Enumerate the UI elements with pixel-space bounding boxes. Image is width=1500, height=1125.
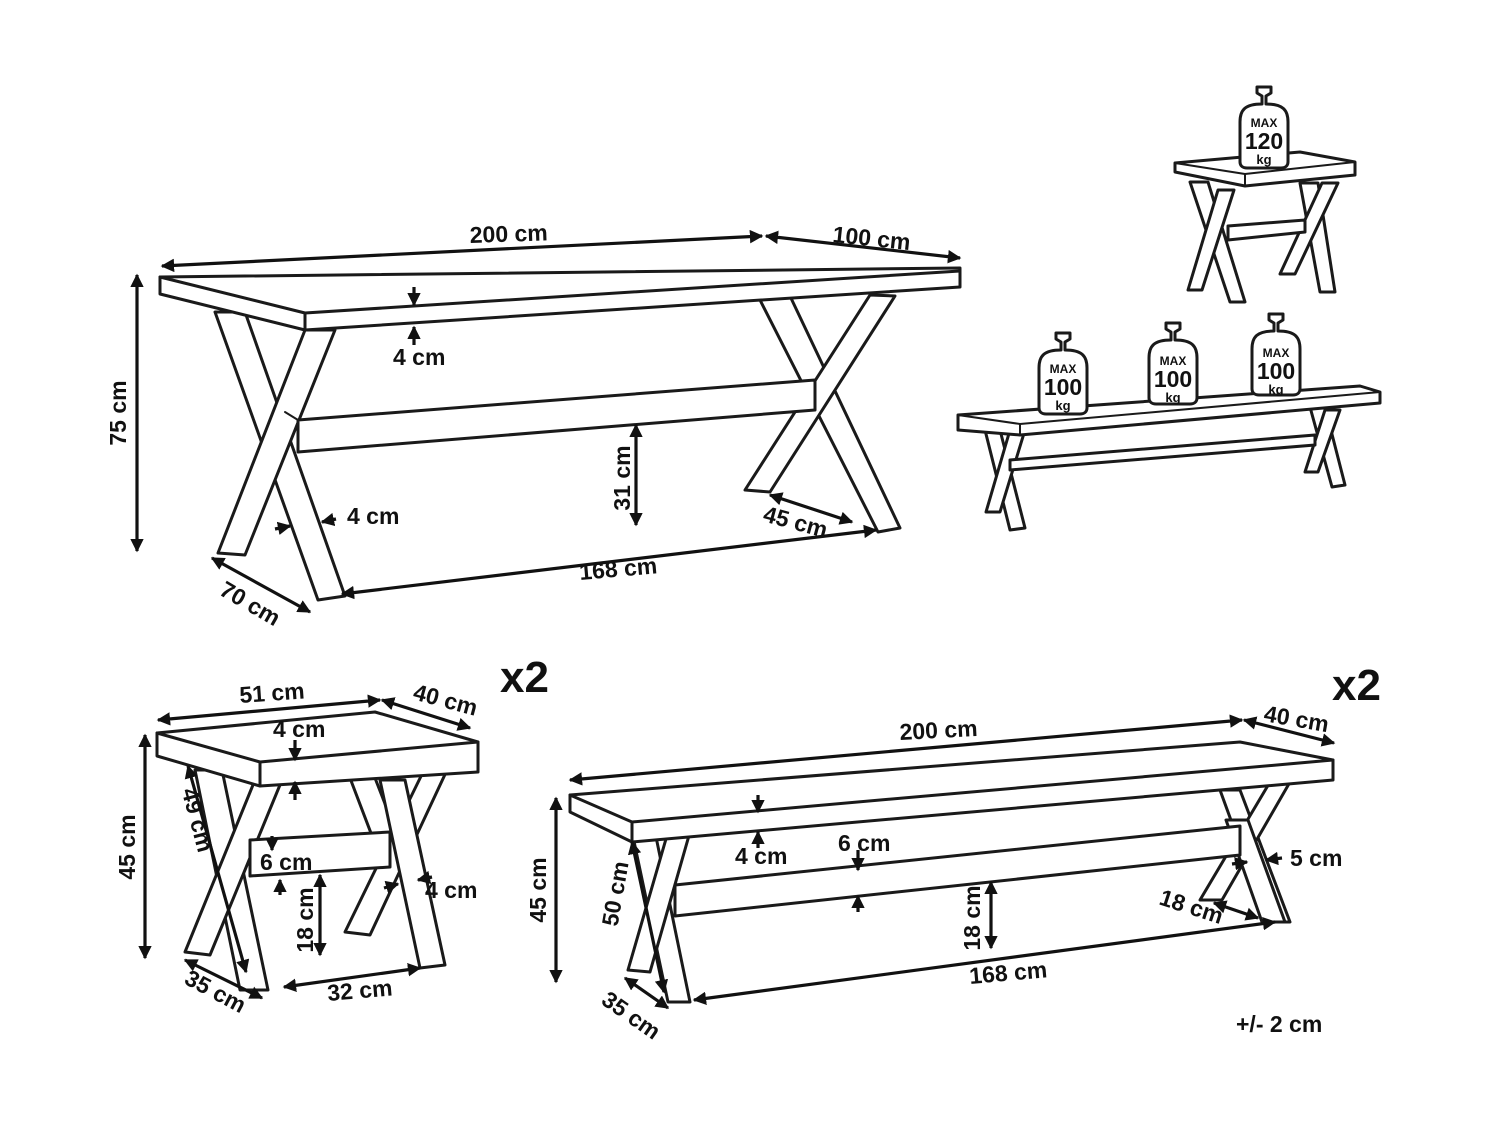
stool-height-label: 45 cm [114, 814, 140, 879]
bench-inner-span-arrow [692, 916, 1277, 1006]
table-top-thickness-label: 4 cm [393, 344, 445, 370]
bench-foot-depth-label: 35 cm [597, 986, 665, 1045]
bench-load-1-value: 100 [1044, 374, 1082, 400]
table-stretcher-height-label: 31 cm [609, 445, 635, 510]
stool-stretcher [248, 830, 392, 878]
stool-leg-thickness-label: 4 cm [425, 877, 477, 903]
weight-icon: MAX 100 kg [1250, 312, 1302, 397]
stool-width-label: 40 cm [411, 679, 481, 721]
table-inner-span-label: 168 cm [578, 552, 658, 585]
stool-stretcher-thickness-label: 6 cm [260, 849, 312, 875]
bench-quantity: x2 [1332, 661, 1381, 710]
bench-load-1-max: MAX [1050, 362, 1077, 376]
bench-load-3-max: MAX [1263, 346, 1290, 360]
bench-leg-length-label: 50 cm [597, 859, 634, 928]
table-length-arrow [160, 229, 764, 273]
table-width-label: 100 cm [831, 221, 911, 255]
bench-load-2-unit: kg [1165, 390, 1180, 405]
bench-inner-span-label: 168 cm [968, 956, 1048, 989]
stool-top-thickness-label: 4 cm [273, 716, 325, 742]
stool-length-label: 51 cm [239, 678, 306, 708]
bench-top-thickness-label: 4 cm [735, 843, 787, 869]
table-stretcher [296, 378, 817, 454]
stool-inner-span-arrow [282, 963, 422, 992]
stool-inner-span-label: 32 cm [326, 974, 393, 1006]
bench-load-2-value: 100 [1154, 366, 1192, 392]
bench-stretcher [673, 824, 1242, 918]
table-foot-depth-label: 70 cm [216, 576, 285, 631]
stool-load-unit: kg [1256, 152, 1271, 167]
dining-table-drawing: 200 cm 100 cm 75 cm 4 cm 31 cm 4 cm 45 c… [105, 219, 962, 631]
table-width-arrow [764, 230, 962, 264]
bench-load-1-unit: kg [1055, 398, 1070, 413]
weight-icon: MAX 100 kg [1147, 321, 1199, 406]
bench-width-label: 40 cm [1262, 700, 1331, 737]
table-leg-right-b [743, 293, 897, 494]
stool-stretcher-height-label: 18 cm [292, 887, 318, 952]
bench-load-2-max: MAX [1160, 354, 1187, 368]
stool-length-arrow [156, 694, 382, 726]
tolerance-note: +/- 2 cm [1236, 1011, 1322, 1037]
bench-length-arrow [568, 714, 1244, 786]
bench-length-label: 200 cm [899, 715, 978, 745]
bench-height-label: 45 cm [525, 857, 551, 922]
bench-drawing: x2 200 cm 40 cm 45 cm 4 cm 6 cm 5 cm 50 … [525, 661, 1381, 1045]
stool-load-drawing: MAX 120 kg [1173, 85, 1357, 304]
weight-icon: MAX 100 kg [1037, 331, 1089, 416]
bench-load-3-value: 100 [1257, 358, 1295, 384]
table-height-label: 75 cm [105, 380, 131, 445]
table-inner-span-arrow [340, 524, 878, 600]
stool-load-max: MAX [1251, 116, 1278, 130]
table-length-label: 200 cm [469, 219, 548, 248]
bench-stretcher-height-label: 18 cm [959, 885, 985, 950]
bench-load-drawing: MAX 100 kg MAX 100 kg MAX 100 kg [956, 312, 1382, 532]
bench-load-3-unit: kg [1268, 382, 1283, 397]
bench-leg-thickness-label: 5 cm [1290, 845, 1342, 871]
table-leg-foot-label: 45 cm [761, 501, 831, 543]
bench-stretcher-thickness-label: 6 cm [838, 830, 890, 856]
table-leg-thickness-label: 4 cm [347, 503, 399, 529]
weight-icon: MAX 120 kg [1238, 85, 1290, 170]
stool-quantity: x2 [500, 653, 549, 702]
stool-load-value: 120 [1245, 128, 1283, 154]
stool-drawing: x2 51 cm 40 cm 45 cm 4 cm 49 cm 6 cm 4 c… [114, 653, 549, 1018]
